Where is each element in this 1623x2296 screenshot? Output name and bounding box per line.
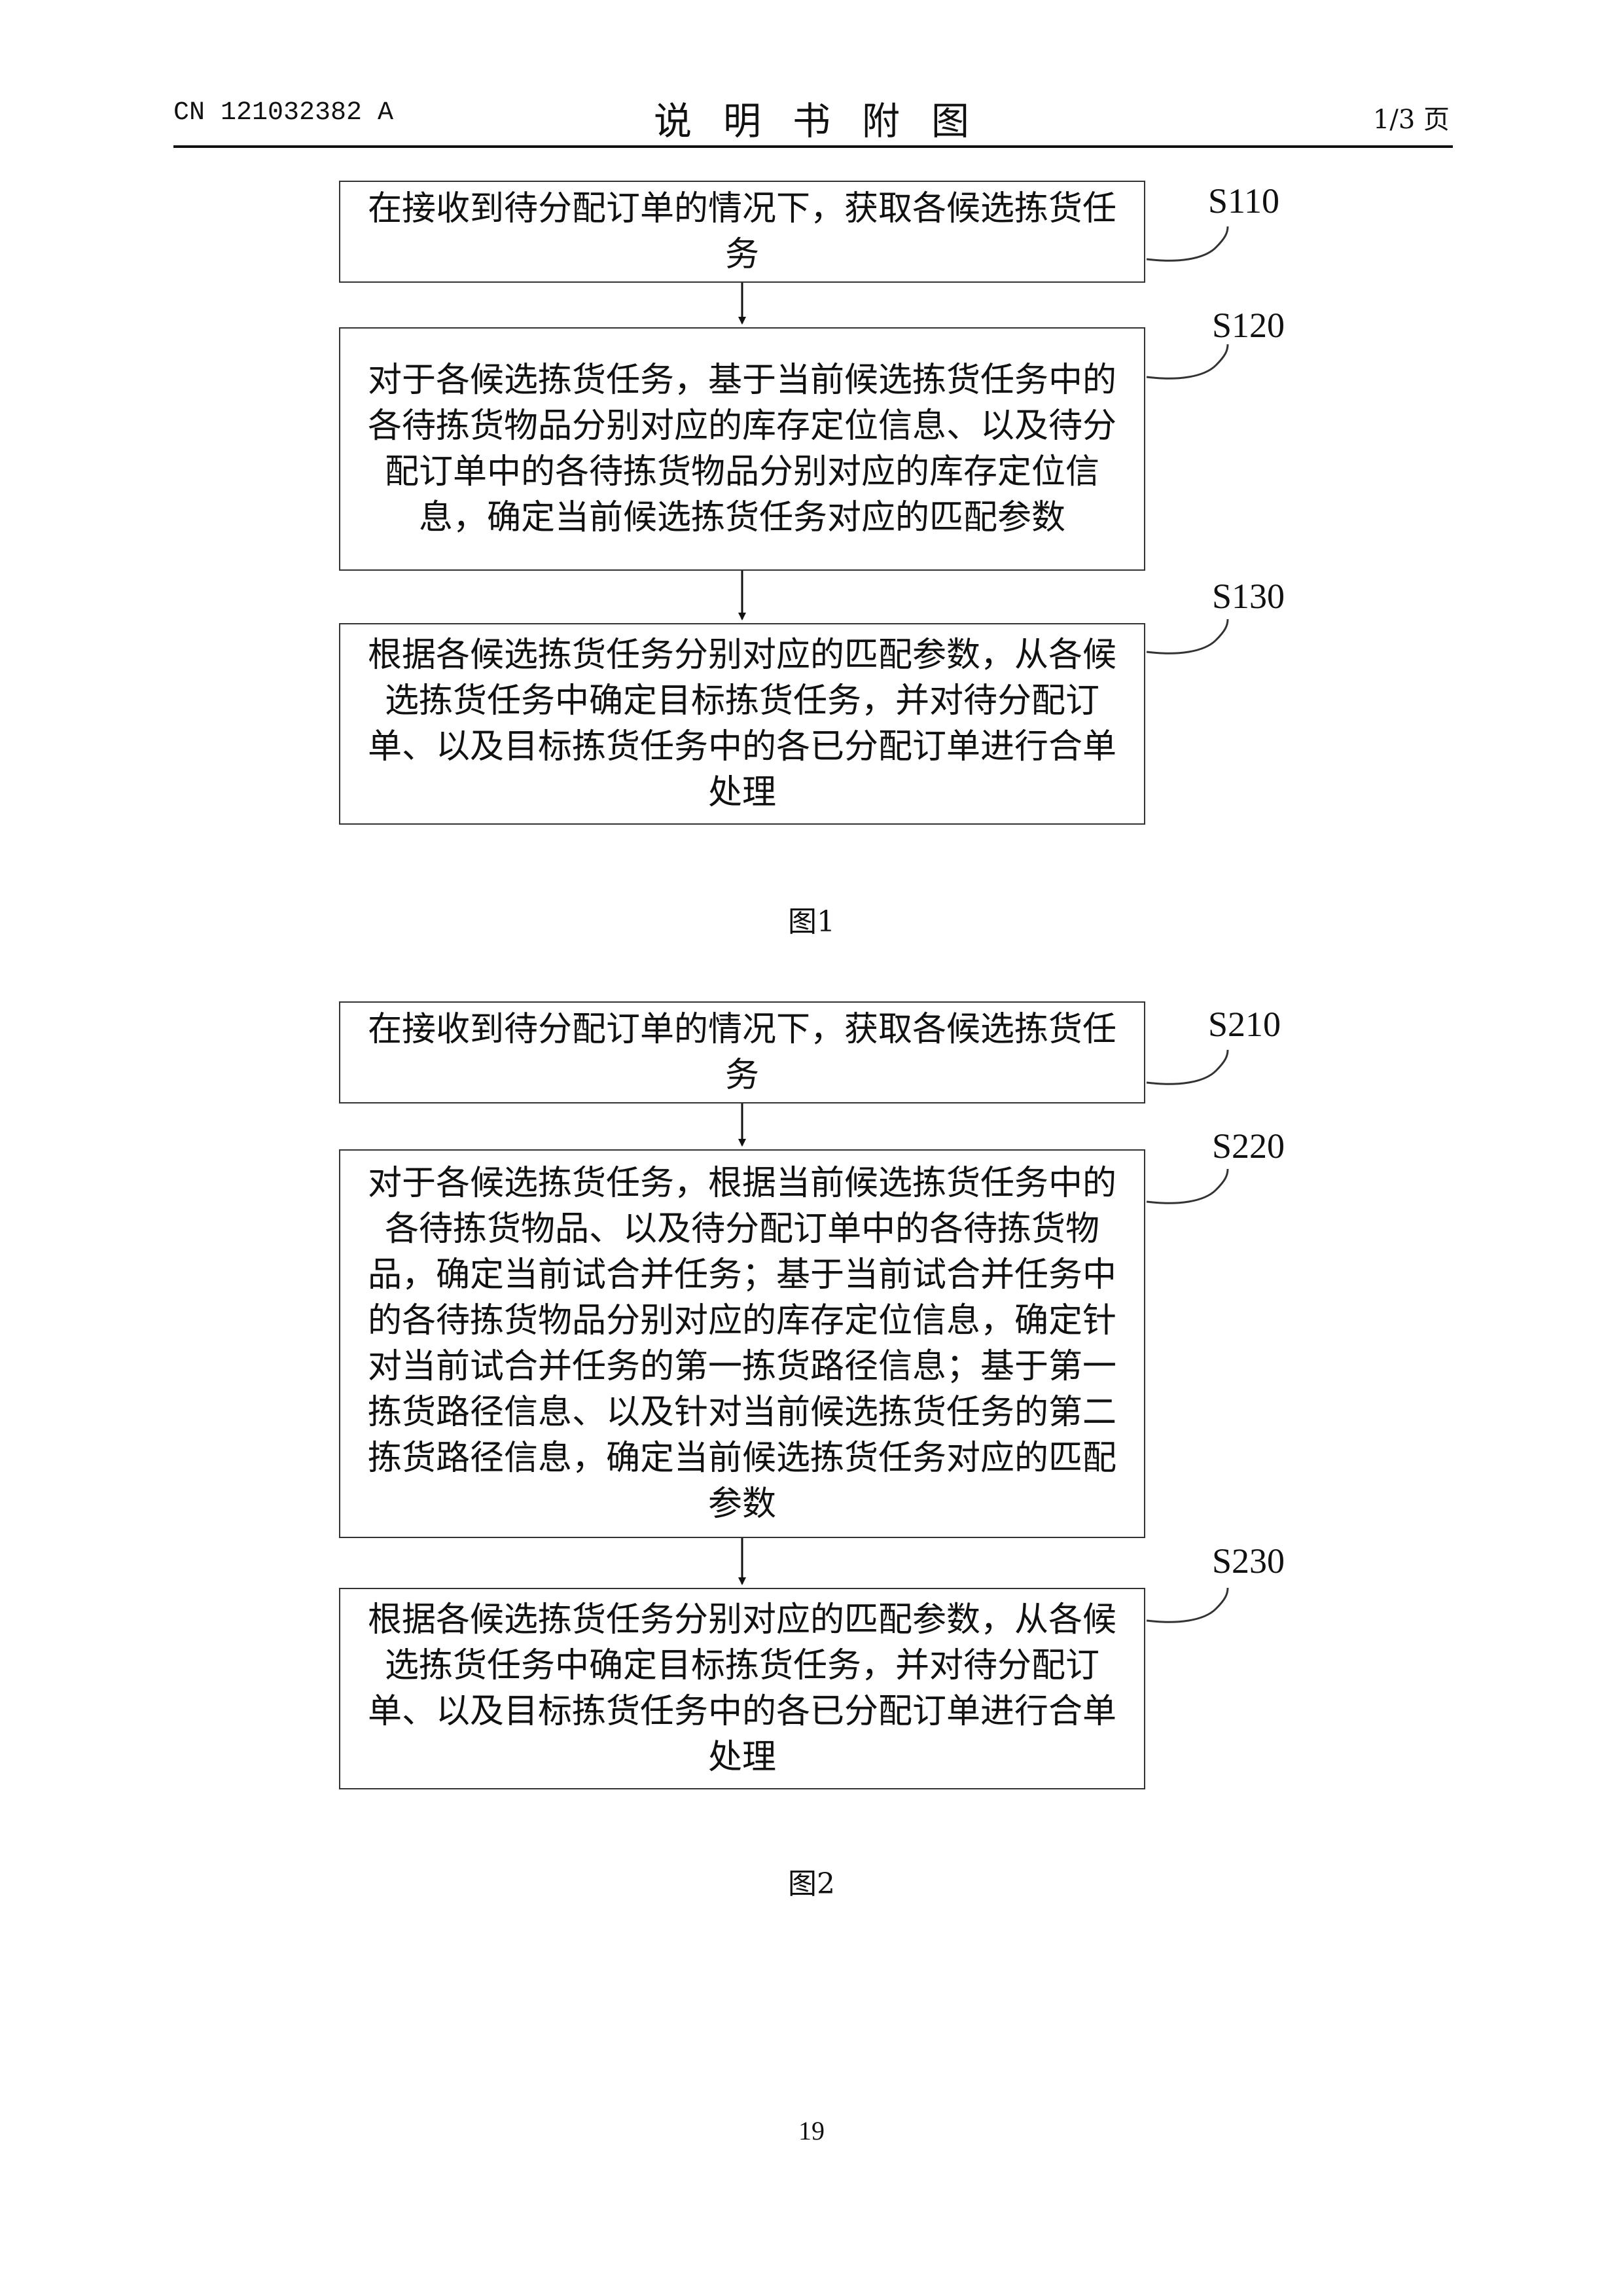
leader-s110	[1147, 226, 1228, 260]
step-box-s210: 在接收到待分配订单的情况下，获取各候选拣货任务	[339, 1001, 1145, 1103]
step-label-s120: S120	[1212, 305, 1285, 346]
step-text: 在接收到待分配订单的情况下，获取各候选拣货任务	[360, 1007, 1124, 1098]
leader-s230	[1147, 1588, 1228, 1622]
step-box-s230: 根据各候选拣货任务分别对应的匹配参数，从各候选拣货任务中确定目标拣货任务，并对待…	[339, 1588, 1145, 1789]
step-label-s230: S230	[1212, 1541, 1285, 1581]
step-text: 对于各候选拣货任务，基于当前候选拣货任务中的各待拣货物品分别对应的库存定位信息、…	[360, 357, 1124, 541]
page-count: 1/3 页	[1373, 98, 1450, 136]
leader-s120	[1147, 344, 1228, 378]
figure-caption: 图2	[0, 1860, 1623, 1902]
step-text: 根据各候选拣货任务分别对应的匹配参数，从各候选拣货任务中确定目标拣货任务，并对待…	[360, 1597, 1124, 1780]
step-text: 在接收到待分配订单的情况下，获取各候选拣货任务	[360, 186, 1124, 278]
page-number: 19	[0, 2115, 1623, 2146]
step-text: 对于各候选拣货任务，根据当前候选拣货任务中的各待拣货物品、以及待分配订单中的各待…	[360, 1160, 1124, 1527]
step-box-s220: 对于各候选拣货任务，根据当前候选拣货任务中的各待拣货物品、以及待分配订单中的各待…	[339, 1149, 1145, 1538]
step-box-s130: 根据各候选拣货任务分别对应的匹配参数，从各候选拣货任务中确定目标拣货任务，并对待…	[339, 623, 1145, 825]
step-box-s120: 对于各候选拣货任务，基于当前候选拣货任务中的各待拣货物品分别对应的库存定位信息、…	[339, 327, 1145, 571]
step-label-s130: S130	[1212, 576, 1285, 617]
step-label-s210: S210	[1208, 1004, 1281, 1045]
leader-s210	[1147, 1050, 1228, 1084]
figure-caption: 图1	[0, 898, 1623, 940]
step-text: 根据各候选拣货任务分别对应的匹配参数，从各候选拣货任务中确定目标拣货任务，并对待…	[360, 632, 1124, 816]
leader-s220	[1147, 1169, 1228, 1203]
step-label-s220: S220	[1212, 1126, 1285, 1166]
step-label-s110: S110	[1208, 181, 1279, 221]
step-box-s110: 在接收到待分配订单的情况下，获取各候选拣货任务	[339, 181, 1145, 283]
leader-s130	[1147, 619, 1228, 653]
header-rule	[173, 145, 1453, 148]
